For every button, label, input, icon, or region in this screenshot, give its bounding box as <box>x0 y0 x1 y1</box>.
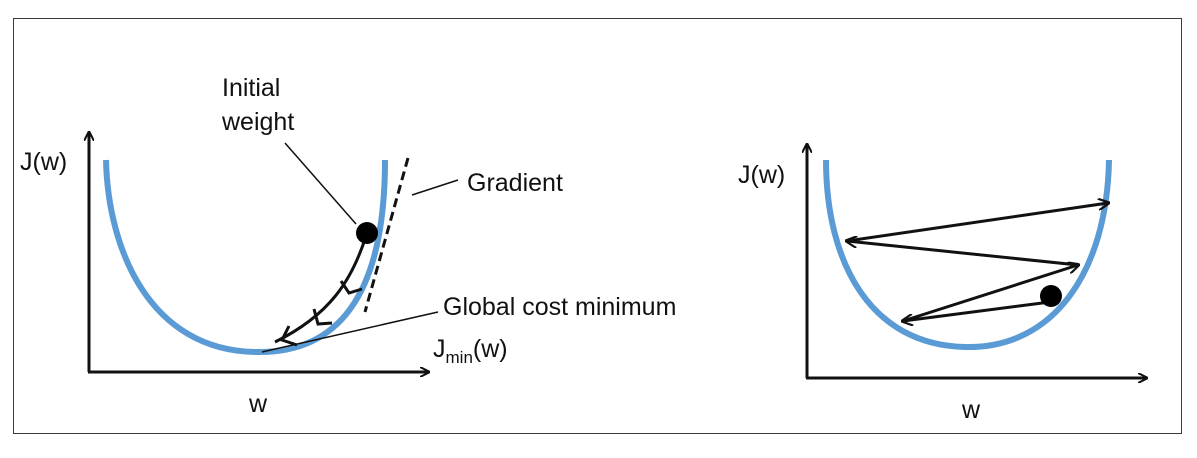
right-panel: J(w) w <box>738 145 1146 424</box>
left-y-axis-label: J(w) <box>20 148 67 176</box>
initial-weight-label-line1: Initial <box>222 74 280 102</box>
left-x-axis-label: w <box>248 390 268 418</box>
right-x-axis-label: w <box>961 396 981 424</box>
initial-weight-ball <box>356 222 378 244</box>
jmin-argument: (w) <box>473 335 508 363</box>
global-min-callout <box>261 311 439 353</box>
right-y-axis-label: J(w) <box>738 161 785 189</box>
right-cost-curve <box>823 159 1112 351</box>
overshoot-step-3 <box>847 241 1079 267</box>
jmin-label: Jmin(w) <box>433 335 508 367</box>
initial-weight-label-line2: weight <box>221 108 294 136</box>
figure-frame <box>13 18 1182 434</box>
global-cost-minimum-label: Global cost minimum <box>443 293 676 321</box>
gradient-callout <box>411 179 459 196</box>
left-cost-curve <box>103 159 388 356</box>
overshoot-step-4 <box>846 203 1108 243</box>
overshoot-step-1 <box>903 300 1051 321</box>
gradient-label: Gradient <box>467 169 563 197</box>
descent-arrowhead-1 <box>339 280 363 295</box>
initial-weight-callout <box>284 142 357 225</box>
descent-arrowhead-3 <box>279 325 298 347</box>
gradient-tangent-line <box>363 157 410 313</box>
descent-path <box>274 235 368 344</box>
descent-arrowhead-2 <box>312 308 333 326</box>
overshoot-step-2 <box>902 265 1078 323</box>
right-weight-ball <box>1040 285 1062 307</box>
jmin-subscript: min <box>446 348 473 367</box>
left-panel: J(w) w Initial weight Gradient Global co… <box>20 74 676 418</box>
jmin-main: J <box>433 335 446 363</box>
